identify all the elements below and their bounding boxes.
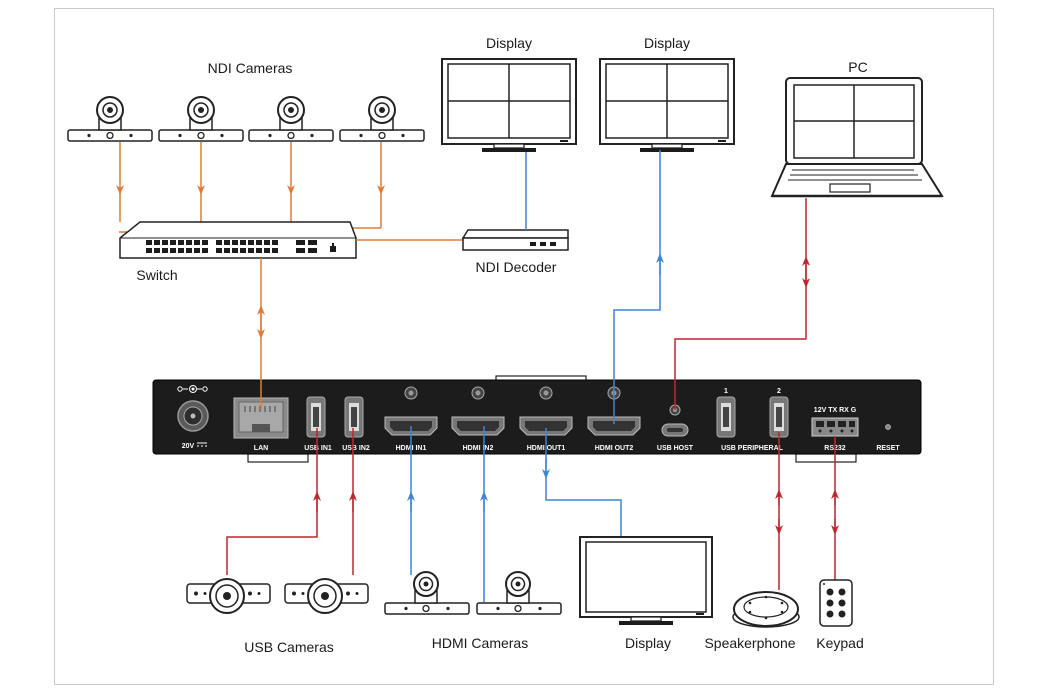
usb-camera-links bbox=[226, 428, 357, 575]
ndi-decoder bbox=[461, 229, 569, 251]
display-2-label: Display bbox=[644, 35, 690, 51]
hdmi-out1-display-link bbox=[542, 428, 622, 537]
usb-in2-label: USB IN2 bbox=[342, 445, 370, 452]
usb-peripheral-label: USB PERIPHERAL bbox=[721, 445, 784, 452]
keypad-icon bbox=[819, 579, 853, 627]
usb-host-label: USB HOST bbox=[657, 445, 694, 452]
hdmi-camera-2 bbox=[476, 571, 562, 615]
ptz-camera-icon bbox=[158, 96, 244, 142]
pc-label: PC bbox=[848, 59, 867, 75]
display-3-label: Display bbox=[625, 635, 671, 651]
monitor-icon bbox=[441, 58, 577, 152]
hdmi-camera-links bbox=[407, 426, 488, 602]
monitor-icon bbox=[599, 58, 735, 152]
ndi-camera-1 bbox=[67, 96, 153, 142]
usb-in1-port: USB IN1 bbox=[304, 396, 332, 452]
display-1-label: Display bbox=[486, 35, 532, 51]
main-device: 20V LAN USB IN1 USB IN2 bbox=[152, 375, 922, 463]
monitor-icon bbox=[579, 536, 713, 625]
ptz-camera-icon bbox=[476, 571, 562, 615]
power-port-label: 20V bbox=[182, 443, 195, 450]
speakerphone-label: Speakerphone bbox=[704, 635, 795, 651]
reset-label: RESET bbox=[876, 445, 900, 452]
usb-camera-2 bbox=[284, 578, 369, 614]
hdmi-camera-1 bbox=[384, 571, 470, 615]
ndi-cameras-label: NDI Cameras bbox=[208, 60, 293, 76]
hdmi-in2-port: HDMI IN2 bbox=[451, 386, 505, 452]
pc-laptop bbox=[770, 77, 944, 198]
keypad bbox=[819, 579, 853, 627]
display-2 bbox=[599, 58, 735, 152]
keypad-label: Keypad bbox=[816, 635, 863, 651]
hdmi-out2-display-link bbox=[613, 150, 664, 424]
usb-in2-port: USB IN2 bbox=[342, 396, 370, 452]
ptz-camera-icon bbox=[339, 96, 425, 142]
ptz-camera-icon bbox=[384, 571, 470, 615]
hdmi-out2-label: HDMI OUT2 bbox=[595, 445, 634, 452]
webcam-icon bbox=[284, 578, 369, 614]
lan-port-label: LAN bbox=[254, 445, 268, 452]
ndi-camera-2 bbox=[158, 96, 244, 142]
usb-peripheral-1-label: 1 bbox=[724, 388, 728, 395]
hdmi-cameras-label: HDMI Cameras bbox=[432, 635, 528, 651]
usb-peripheral-ports: 1 2 USB PERIPHERAL bbox=[716, 388, 789, 452]
ndi-decoder-icon bbox=[461, 229, 569, 251]
network-switch-icon bbox=[119, 221, 357, 259]
usb-in1-label: USB IN1 bbox=[304, 445, 332, 452]
display-1 bbox=[441, 58, 577, 152]
display-3 bbox=[579, 536, 713, 625]
hdmi-out2-port: HDMI OUT2 bbox=[587, 386, 641, 452]
reset-button: RESET bbox=[876, 424, 900, 452]
ndi-camera-links bbox=[116, 142, 385, 233]
rs232-pins-label: 12V TX RX G bbox=[814, 407, 857, 414]
switch-label: Switch bbox=[136, 267, 177, 283]
power-port: 20V bbox=[177, 385, 209, 450]
speakerphone bbox=[732, 591, 800, 628]
usb-peripheral-2-label: 2 bbox=[777, 388, 781, 395]
ndi-camera-4 bbox=[339, 96, 425, 142]
ndi-camera-3 bbox=[248, 96, 334, 142]
usb-camera-1 bbox=[186, 578, 271, 614]
usb-cameras-label: USB Cameras bbox=[244, 639, 333, 655]
ptz-camera-icon bbox=[248, 96, 334, 142]
hdmi-in2-label: HDMI IN2 bbox=[463, 445, 494, 452]
laptop-icon bbox=[770, 77, 944, 198]
ptz-camera-icon bbox=[67, 96, 153, 142]
webcam-icon bbox=[186, 578, 271, 614]
usb-host-pc-link bbox=[674, 198, 810, 410]
network-switch bbox=[119, 221, 357, 259]
speakerphone-icon bbox=[732, 591, 800, 628]
diagram-frame bbox=[54, 8, 994, 685]
ndi-decoder-label: NDI Decoder bbox=[476, 259, 557, 275]
